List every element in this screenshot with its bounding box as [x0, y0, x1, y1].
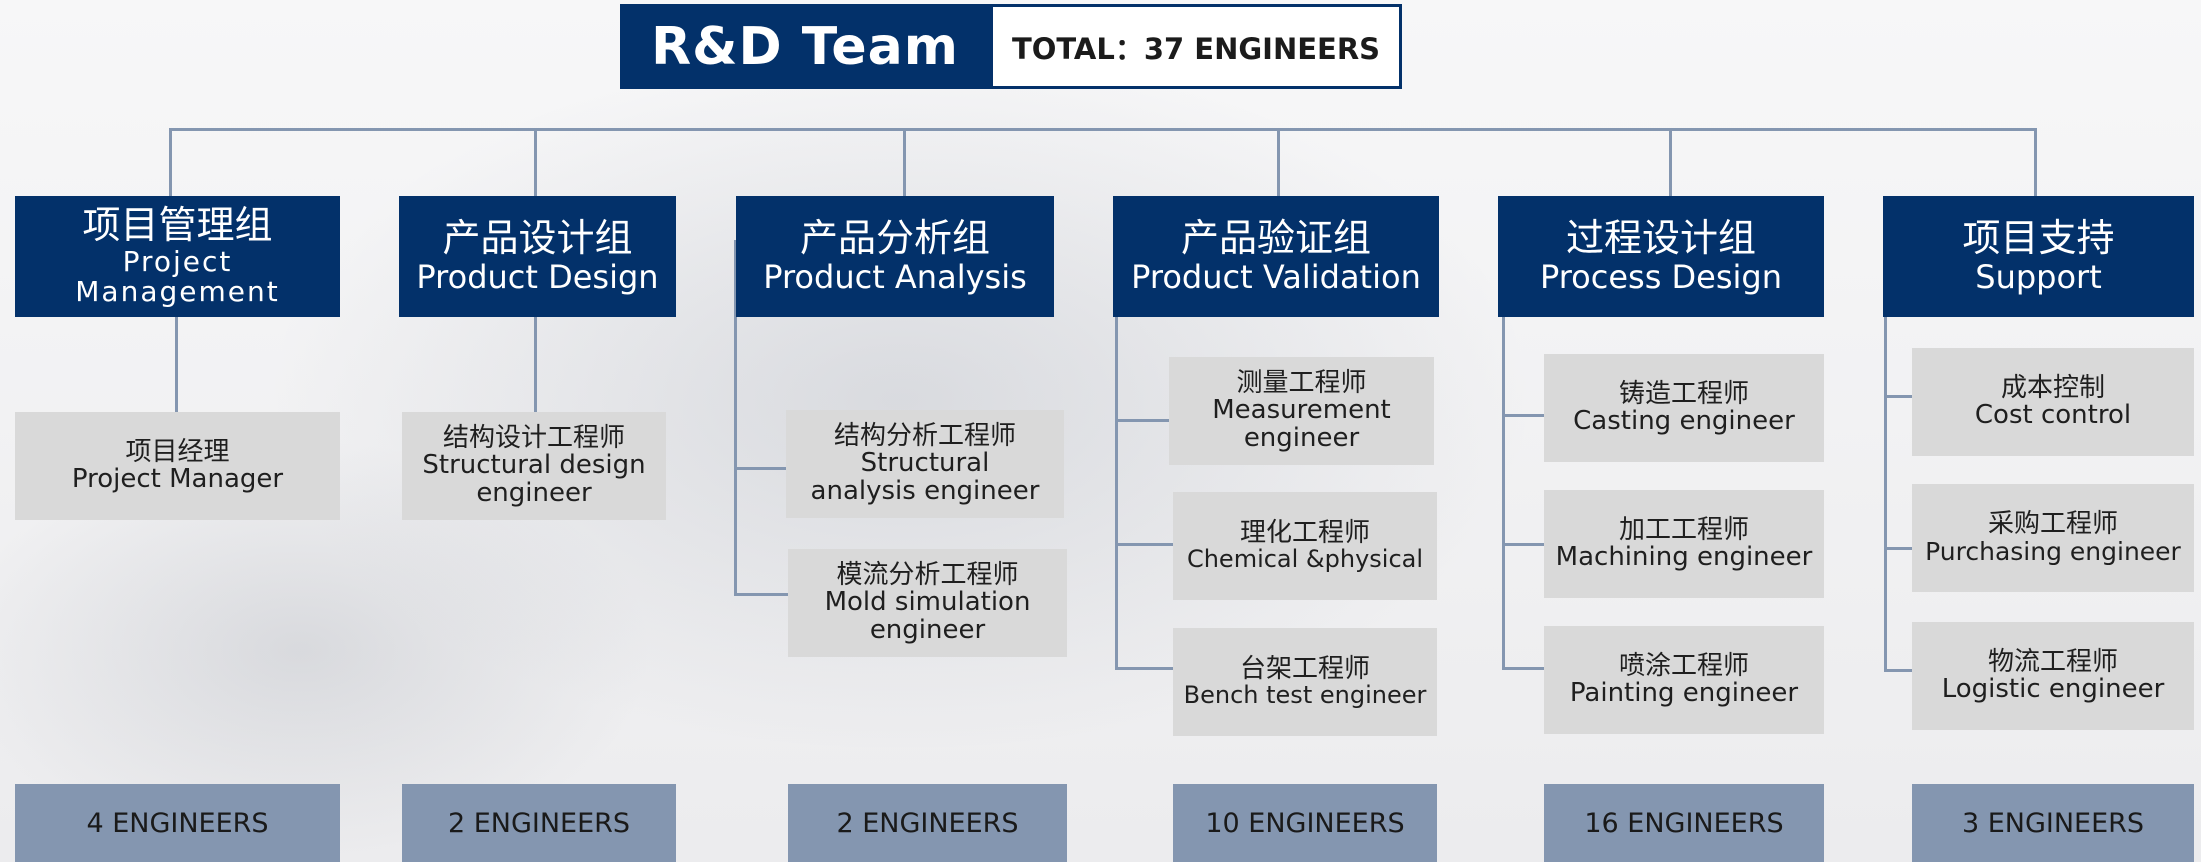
connector-branch [1502, 543, 1544, 546]
role-title-cn: 喷涂工程师 [1618, 650, 1749, 681]
connector-vertical [534, 317, 537, 412]
connector-branch [1502, 414, 1544, 417]
group-title-en: Product Validation [1131, 257, 1421, 296]
total-engineers-badge: TOTAL：37 ENGINEERS [990, 4, 1402, 89]
connector-vertical [1502, 317, 1505, 670]
role-box: 加工工程师 Machining engineer [1544, 490, 1824, 598]
role-title-cn: 结构设计工程师 [442, 423, 625, 454]
role-box: 台架工程师 Bench test engineer [1173, 628, 1437, 736]
role-box: 模流分析工程师 Mold simulation engineer [788, 549, 1067, 657]
group-product-design: 产品设计组 Product Design [399, 196, 676, 317]
role-title-en: Chemical &physical [1186, 545, 1424, 574]
role-title-cn: 铸造工程师 [1618, 378, 1749, 409]
group-project-management: 项目管理组 Project Management [15, 196, 340, 317]
connector-branch [1884, 669, 1912, 672]
role-title-en: Logistic engineer [1941, 674, 2165, 704]
role-box: 结构分析工程师 Structural analysis engineer [786, 410, 1064, 518]
engineer-count: 4 ENGINEERS [15, 784, 340, 862]
connector-bus [169, 128, 2037, 131]
role-title-cn: 理化工程师 [1239, 517, 1370, 548]
engineer-count: 2 ENGINEERS [402, 784, 676, 862]
connector-vertical [734, 240, 737, 596]
engineer-count: 10 ENGINEERS [1173, 784, 1437, 862]
role-title-cn: 加工工程师 [1618, 514, 1749, 545]
role-box: 喷涂工程师 Painting engineer [1544, 626, 1824, 734]
connector-vertical [175, 317, 178, 412]
group-title-cn: 过程设计组 [1565, 216, 1756, 260]
role-title-en: Machining engineer [1555, 542, 1813, 572]
role-title-cn: 采购工程师 [1987, 509, 2118, 540]
engineer-count: 16 ENGINEERS [1544, 784, 1824, 862]
role-title-en: Cost control [1974, 400, 2132, 430]
group-title-en: Project Management [75, 244, 280, 309]
connector-branch [1884, 395, 1912, 398]
connector-branch [734, 593, 788, 596]
group-title-en: Support [1975, 257, 2102, 296]
group-title-en: Product Design [416, 257, 659, 296]
role-title-en: Casting engineer [1573, 406, 1795, 436]
role-box: 成本控制 Cost control [1912, 348, 2194, 456]
role-title-cn: 台架工程师 [1239, 653, 1370, 684]
connector-vertical [1884, 317, 1887, 672]
role-title-en: Structural design engineer [422, 450, 646, 508]
role-box: 理化工程师 Chemical &physical [1173, 492, 1437, 600]
team-title: R&D Team [620, 4, 990, 89]
connector-drop [2034, 128, 2037, 196]
role-title-cn: 项目经理 [125, 436, 230, 467]
role-box: 采购工程师 Purchasing engineer [1912, 484, 2194, 592]
group-title-cn: 产品验证组 [1180, 216, 1371, 260]
role-title-en: Painting engineer [1569, 678, 1799, 708]
connector-branch [1115, 419, 1169, 422]
connector-drop [534, 128, 537, 196]
role-title-en: Measurement engineer [1212, 395, 1391, 453]
role-box: 结构设计工程师 Structural design engineer [402, 412, 666, 520]
role-box: 测量工程师 Measurement engineer [1169, 357, 1434, 465]
group-process-design: 过程设计组 Process Design [1498, 196, 1824, 317]
group-title-cn: 产品设计组 [442, 216, 633, 260]
role-title-en: Bench test engineer [1183, 681, 1427, 710]
connector-drop [1277, 128, 1280, 196]
group-title-cn: 产品分析组 [799, 216, 990, 260]
connector-drop [1669, 128, 1672, 196]
role-title-en: Project Manager [71, 464, 284, 494]
engineer-count: 2 ENGINEERS [788, 784, 1067, 862]
connector-branch [734, 467, 788, 470]
role-title-en: Purchasing engineer [1925, 536, 2181, 566]
role-box: 物流工程师 Logistic engineer [1912, 622, 2194, 730]
role-title-cn: 结构分析工程师 [833, 421, 1016, 452]
role-title-cn: 测量工程师 [1236, 368, 1367, 399]
role-title-cn: 模流分析工程师 [836, 560, 1019, 591]
group-support: 项目支持 Support [1883, 196, 2194, 317]
group-title-cn: 项目管理组 [82, 202, 273, 247]
role-title-en: Structural analysis engineer [810, 448, 1040, 506]
group-product-analysis: 产品分析组 Product Analysis [736, 196, 1054, 317]
role-box: 铸造工程师 Casting engineer [1544, 354, 1824, 462]
group-product-validation: 产品验证组 Product Validation [1113, 196, 1439, 317]
connector-branch [1115, 667, 1173, 670]
connector-drop [169, 128, 172, 196]
group-title-en: Process Design [1539, 257, 1783, 296]
connector-vertical [1115, 317, 1118, 670]
group-title-cn: 项目支持 [1962, 216, 2115, 260]
role-box: 项目经理 Project Manager [15, 412, 340, 520]
connector-drop [903, 128, 906, 196]
connector-branch [1502, 667, 1544, 670]
role-title-en: Mold simulation engineer [824, 587, 1031, 645]
engineer-count: 3 ENGINEERS [1912, 784, 2194, 862]
connector-branch [1115, 543, 1173, 546]
role-title-cn: 物流工程师 [1987, 646, 2118, 677]
role-title-cn: 成本控制 [2000, 372, 2105, 403]
connector-branch [1884, 547, 1912, 550]
group-title-en: Product Analysis [763, 257, 1027, 296]
